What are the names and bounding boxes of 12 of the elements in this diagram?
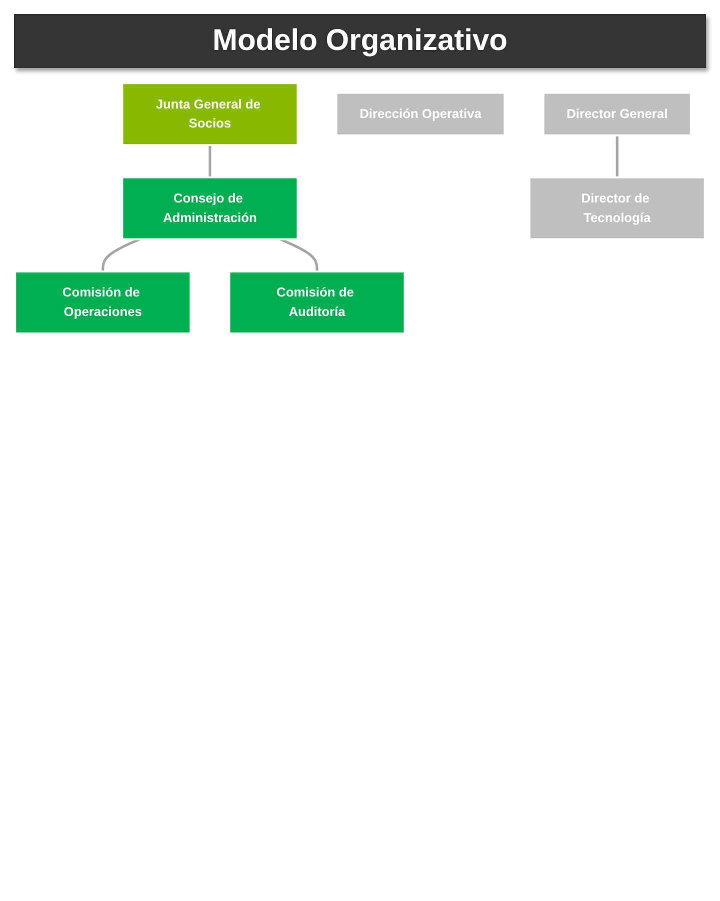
node-box: Consejo de Administración [121, 176, 299, 240]
node-box: Junta General de Socios [121, 82, 299, 146]
title-banner: Modelo Organizativo [14, 14, 706, 68]
node-box: Comisión de Auditoría [228, 270, 406, 334]
node-box: Director General [542, 92, 692, 136]
node-box: Dirección Operativa [335, 92, 506, 136]
node-box: Director de Tecnología [528, 176, 706, 240]
connector [616, 135, 618, 178]
connector [208, 145, 212, 178]
connector [102, 238, 140, 272]
node-box: Comisión de Operaciones [14, 270, 192, 334]
connector [280, 238, 318, 272]
